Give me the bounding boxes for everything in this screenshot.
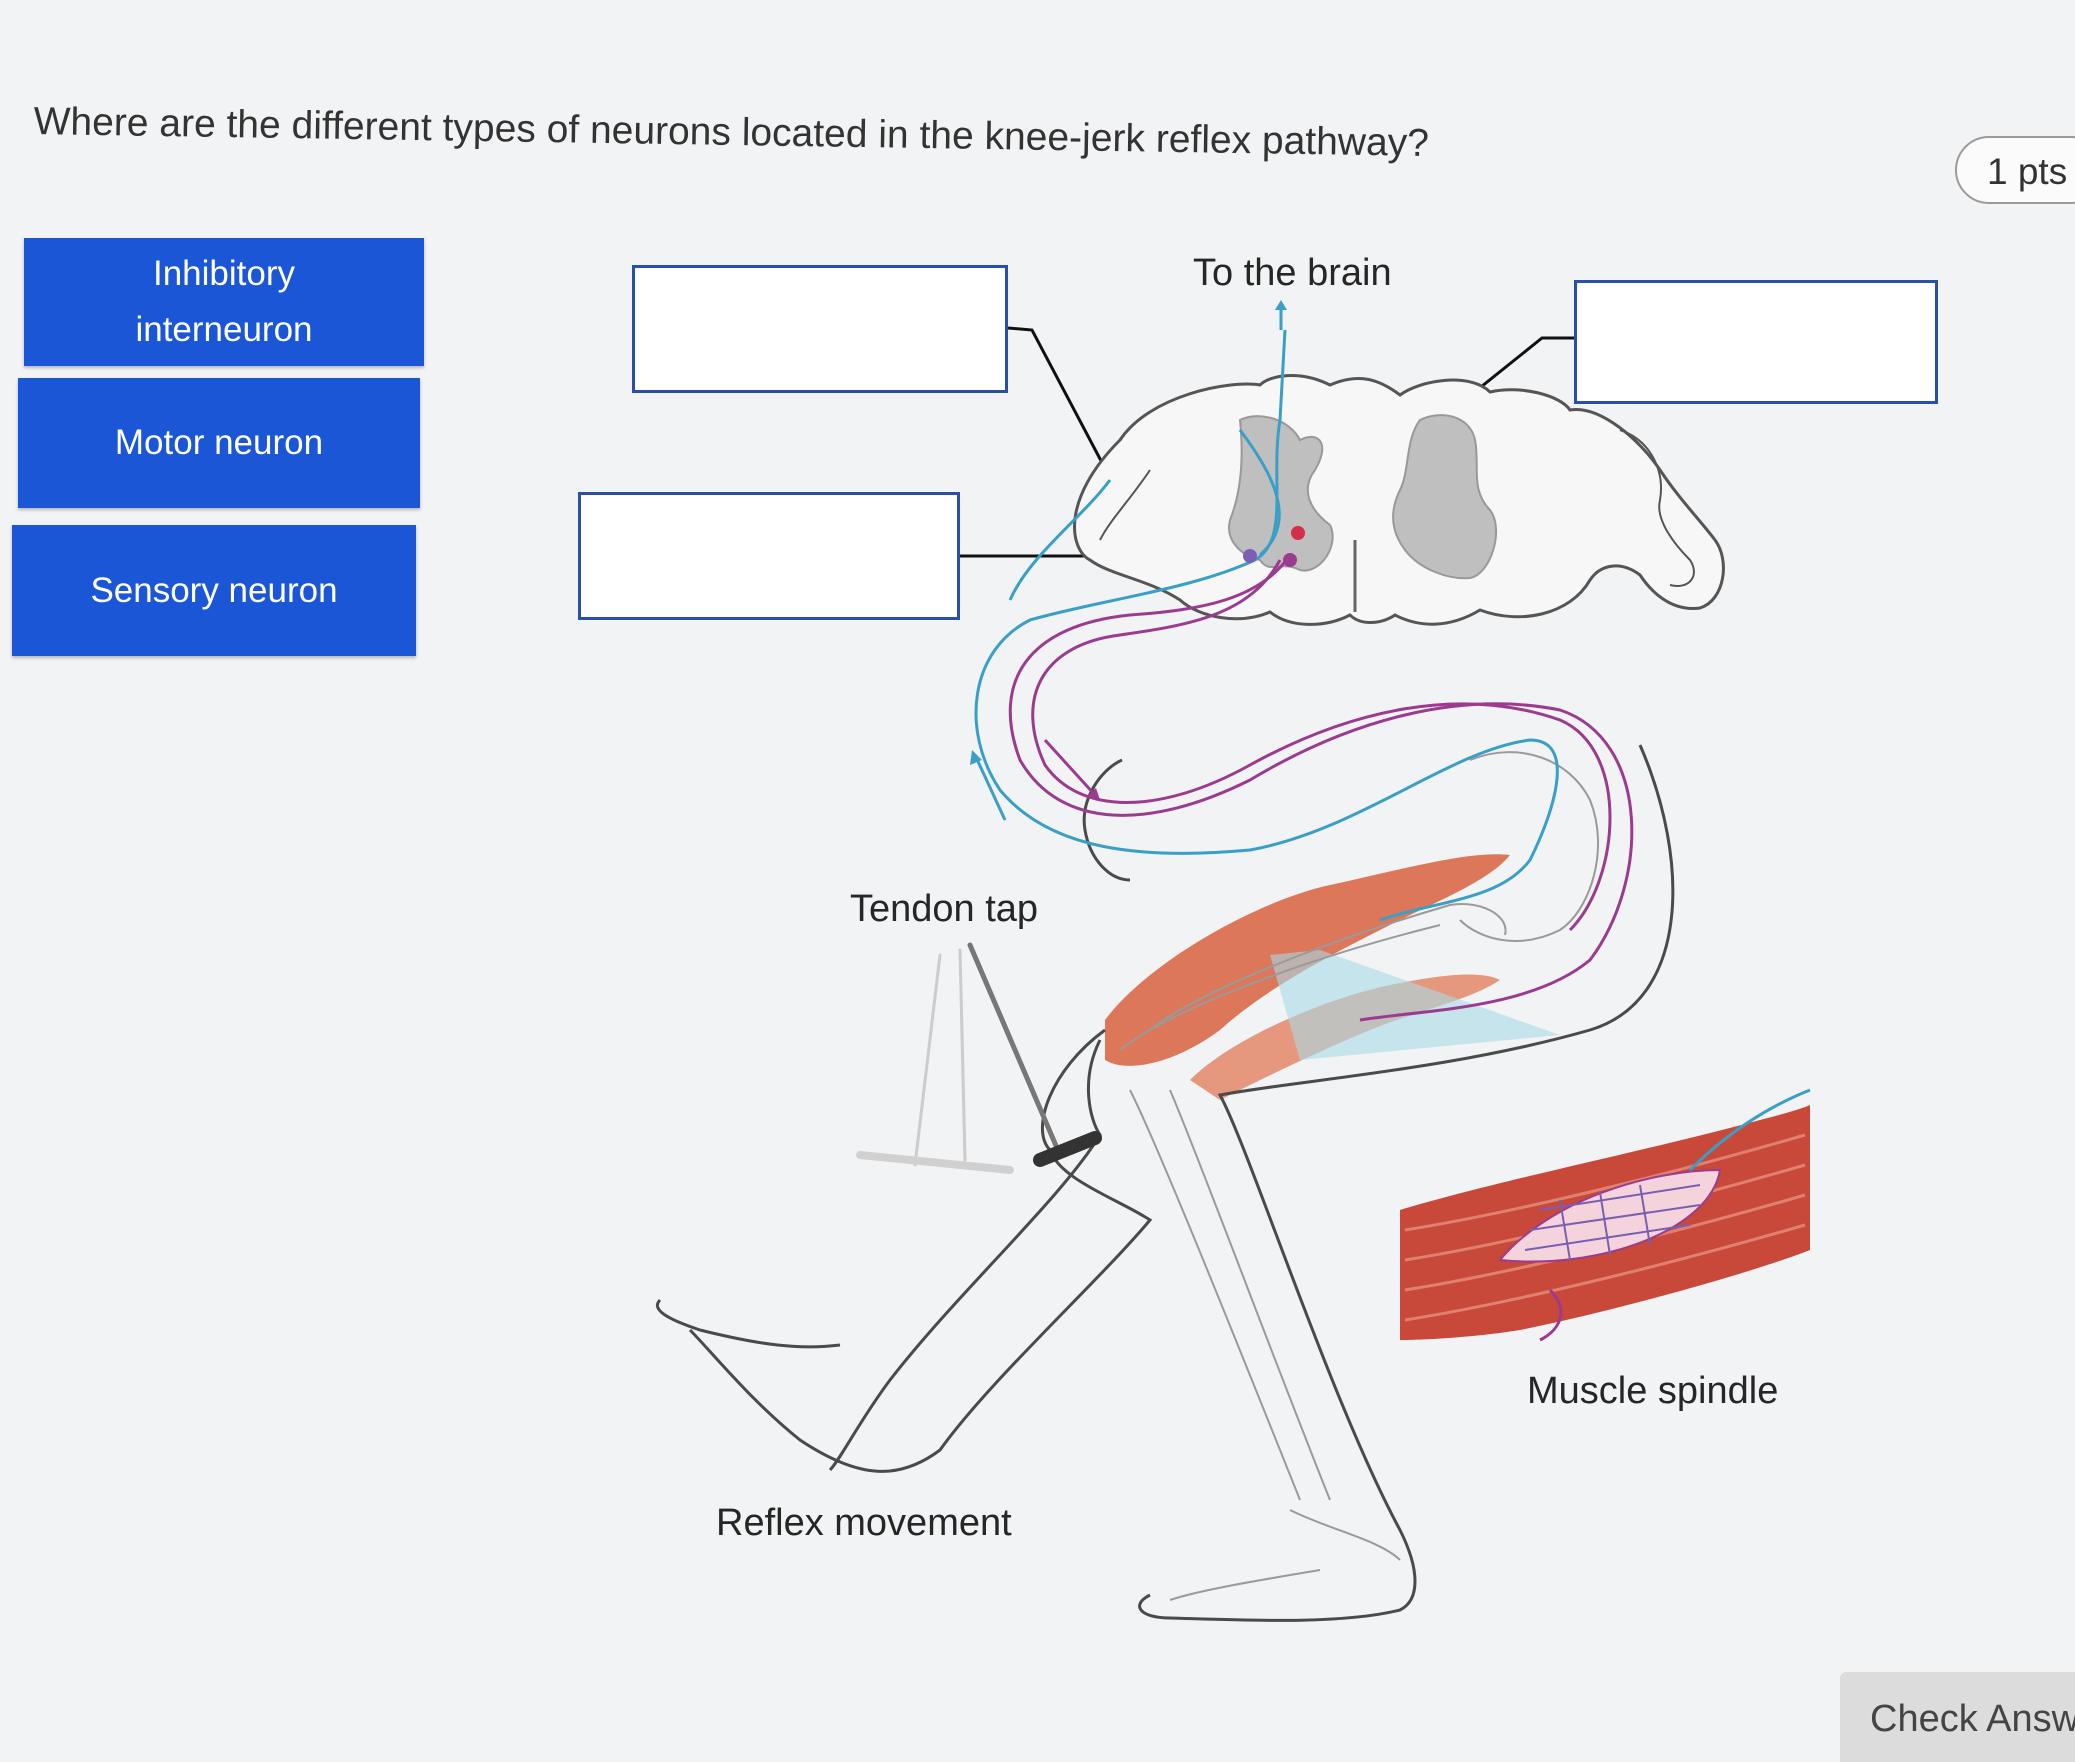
drag-item-label: Sensory neuron xyxy=(90,570,338,610)
drag-item-sensory-neuron[interactable]: Sensory neuron xyxy=(12,525,416,656)
drag-item-motor-neuron[interactable]: Motor neuron xyxy=(18,378,420,508)
body-outline xyxy=(656,744,1675,1622)
drop-zone-middle-left[interactable] xyxy=(578,492,960,620)
reflex-hammer xyxy=(856,942,1102,1174)
drag-item-label: interneuron xyxy=(135,310,313,349)
motor-pathway xyxy=(1008,554,1634,1022)
label-tendon-tap: Tendon tap xyxy=(850,888,1039,930)
sensory-pathway xyxy=(974,329,1559,922)
bones xyxy=(1119,751,1599,1601)
direction-arrows xyxy=(970,300,1287,821)
label-reflex-movement: Reflex movement xyxy=(716,1502,1012,1544)
label-muscle-spindle: Muscle spindle xyxy=(1527,1370,1779,1412)
leader-line-top-left xyxy=(1007,326,1110,475)
gray-matter xyxy=(1228,414,1498,580)
drag-item-label: Inhibitory xyxy=(152,254,296,293)
interneuron-soma xyxy=(1291,526,1305,540)
label-to-the-brain: To the brain xyxy=(1193,252,1392,294)
drag-item-label: Motor neuron xyxy=(114,423,324,462)
check-answer-button[interactable]: Check Answ xyxy=(1840,1672,2075,1762)
points-badge: 1 pts xyxy=(1955,136,2075,204)
spindle-highlight xyxy=(1270,950,1560,1060)
motor-soma xyxy=(1283,553,1297,567)
drop-zone-top-left[interactable] xyxy=(632,265,1008,393)
sensory-synapse xyxy=(1243,549,1257,563)
drag-item-inhibitory-interneuron[interactable]: Inhibitory interneuron xyxy=(24,238,424,366)
muscle-spindle-inset xyxy=(1400,1088,1811,1342)
drop-zone-top-right[interactable] xyxy=(1574,280,1938,404)
